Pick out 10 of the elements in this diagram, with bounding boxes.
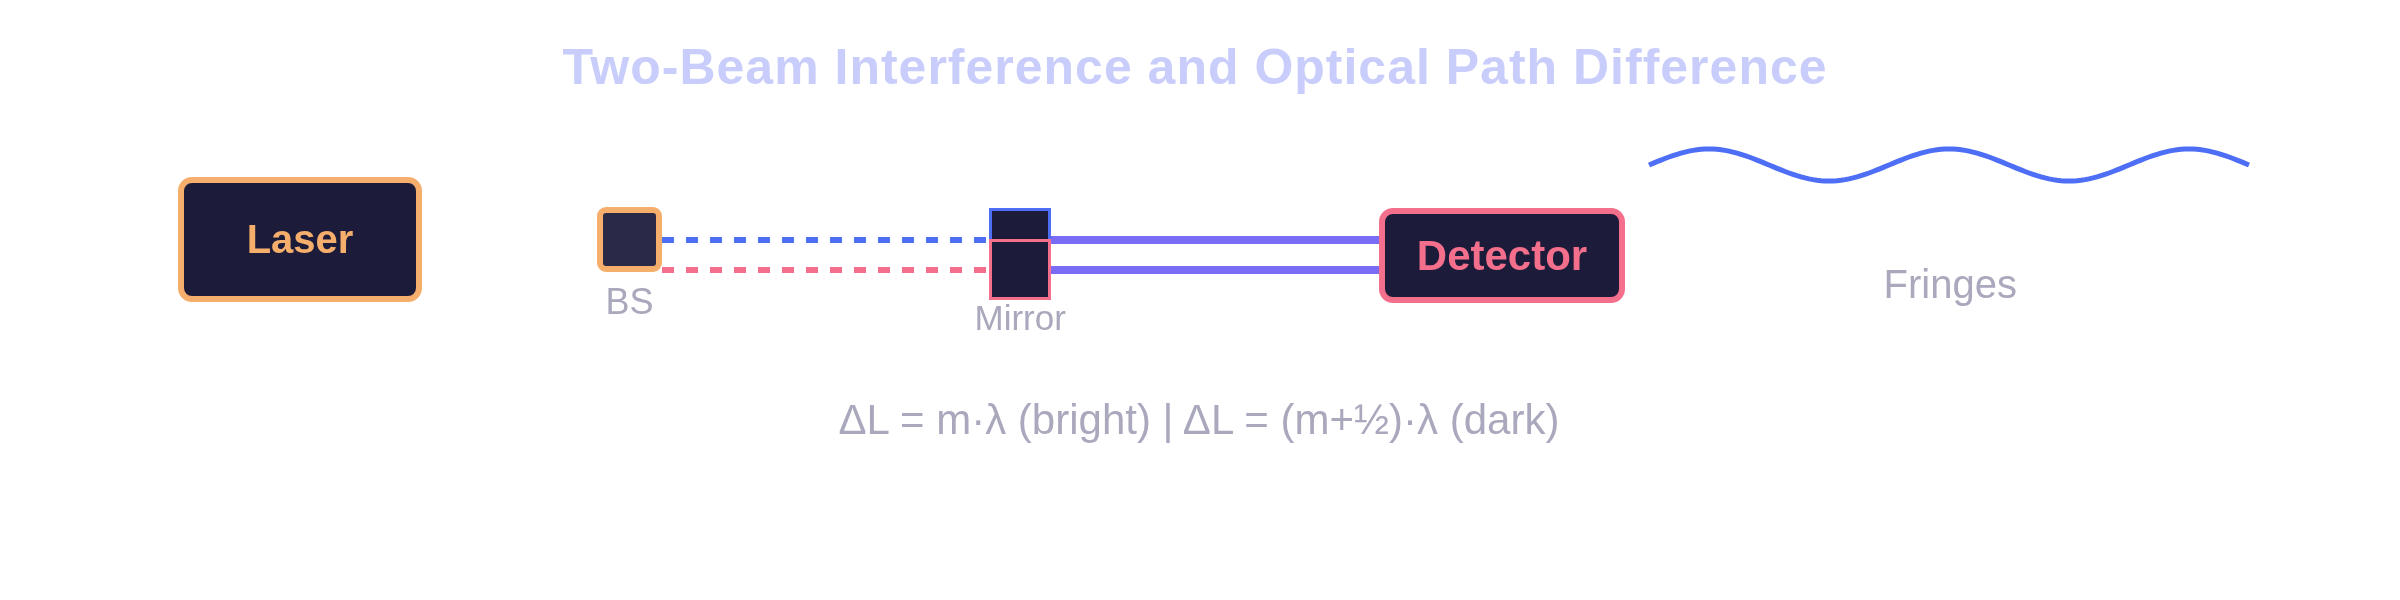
equation: ΔL = m·λ (bright) | ΔL = (m+½)·λ (dark) xyxy=(838,396,1560,445)
beam-line xyxy=(1051,236,1379,244)
dashed-line xyxy=(662,237,989,243)
dashed-line xyxy=(662,267,989,273)
node-label: BS xyxy=(605,281,654,323)
beam-line xyxy=(1051,266,1379,274)
component-box: Laser xyxy=(178,177,422,302)
node-label: Mirror xyxy=(974,298,1066,339)
caption: Fringes xyxy=(1883,261,2017,307)
component-box: Detector xyxy=(1379,208,1625,303)
